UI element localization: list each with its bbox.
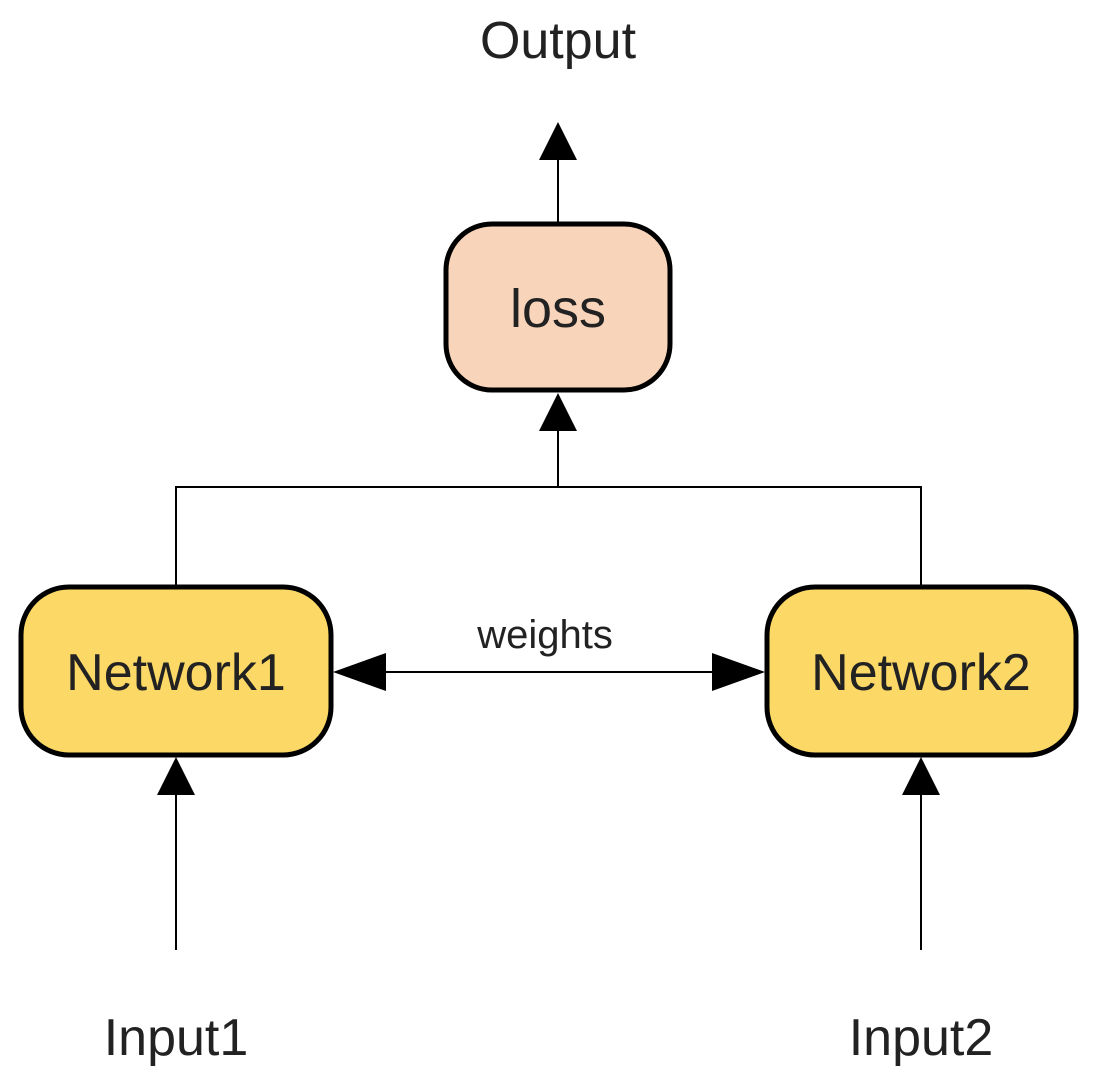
network1-box [18, 584, 334, 758]
edge-input1-to-network1 [157, 757, 195, 950]
output-label: Output [480, 12, 637, 70]
loss-node: loss [443, 221, 673, 393]
arrowhead-network2 [712, 653, 765, 691]
arrowhead-output [539, 122, 577, 160]
input2-label: Input2 [849, 1009, 994, 1067]
edge-loss-to-output [539, 122, 577, 224]
weights-label: weights [476, 613, 613, 657]
network2-node: Network2 [764, 584, 1079, 758]
network2-label: Network2 [811, 644, 1031, 702]
loss-label: loss [510, 279, 606, 339]
edge-input2-to-network2 [902, 757, 940, 950]
network1-label: Network1 [66, 644, 286, 702]
edge-networks-to-loss [175, 393, 922, 587]
network2-box [764, 584, 1079, 758]
edge-shared-weights: weights [333, 613, 765, 691]
loss-box [443, 221, 673, 393]
arrowhead-network1 [333, 653, 386, 691]
arrowhead-loss [539, 393, 577, 431]
arrowhead-network1-input [157, 757, 195, 795]
network1-node: Network1 [18, 584, 334, 758]
arrowhead-network2-input [902, 757, 940, 795]
input1-label: Input1 [104, 1009, 249, 1067]
